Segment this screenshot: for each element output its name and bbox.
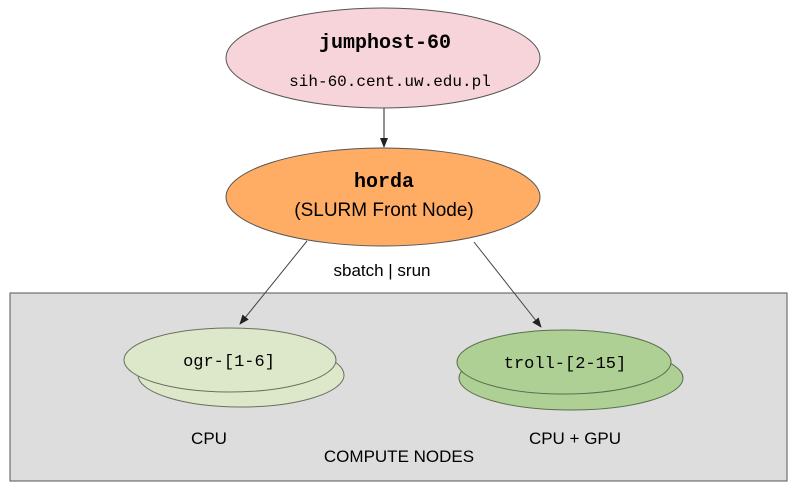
troll-label: troll-[2-15] bbox=[504, 355, 626, 374]
ogr-label: ogr-[1-6] bbox=[183, 353, 275, 372]
node-jumphost: jumphost-60 sih-60.cent.uw.edu.pl bbox=[225, 7, 541, 109]
horda-subtitle: (SLURM Front Node) bbox=[294, 200, 474, 221]
edge-horda-to-ogr bbox=[239, 240, 308, 325]
troll-ellipse-front bbox=[456, 329, 672, 395]
cluster-label: COMPUTE NODES bbox=[324, 447, 474, 466]
node-troll: troll-[2-15] bbox=[456, 329, 684, 411]
jumphost-host: sih-60.cent.uw.edu.pl bbox=[289, 73, 491, 91]
jumphost-ellipse bbox=[225, 7, 541, 109]
edge-horda-to-troll bbox=[473, 241, 542, 328]
submit-edge-label: sbatch | srun bbox=[333, 261, 430, 280]
troll-caption: CPU + GPU bbox=[529, 429, 621, 448]
node-ogr: ogr-[1-6] bbox=[123, 327, 345, 408]
horda-ellipse bbox=[225, 147, 541, 247]
jumphost-title: jumphost-60 bbox=[319, 32, 451, 55]
horda-title: horda bbox=[354, 171, 414, 194]
ogr-ellipse-front bbox=[123, 327, 337, 393]
ogr-caption: CPU bbox=[191, 429, 227, 448]
node-horda: horda (SLURM Front Node) bbox=[225, 147, 541, 247]
